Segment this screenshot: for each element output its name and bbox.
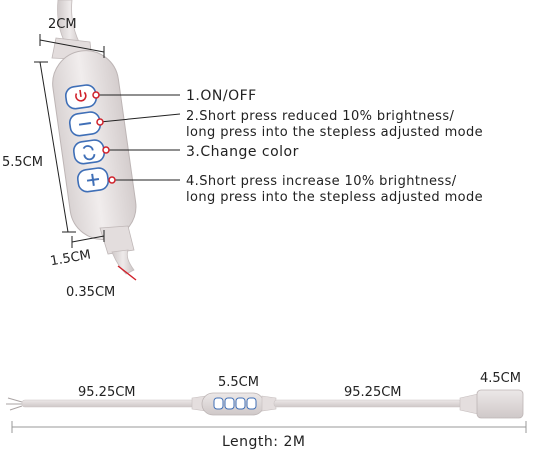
controller-close-up: 2CM 5.5CM 1.5CM 0.35CM: [2, 0, 181, 300]
change-color-icon: [82, 145, 96, 161]
power-icon: [75, 89, 87, 102]
height-dimension: [34, 61, 76, 233]
plus-button[interactable]: [76, 167, 110, 193]
power-button[interactable]: [64, 84, 98, 110]
cable-label: 0.35CM: [66, 285, 115, 300]
function-3-line-1: 3.Change color: [186, 144, 299, 160]
plug-strain: [459, 393, 479, 415]
bottom-strain-relief: [99, 225, 135, 255]
minus-button[interactable]: [68, 111, 102, 137]
function-1-line-1: 1.ON/OFF: [186, 88, 257, 104]
width-top-dimension: [39, 34, 105, 58]
right-cable: [273, 399, 463, 408]
bottom-cable: [111, 249, 135, 275]
left-cable-label: 95.25CM: [78, 385, 136, 400]
controller-small-buttons: [213, 397, 257, 410]
controller-length-label: 5.5CM: [218, 375, 259, 390]
width-bottom-dimension: [71, 230, 105, 248]
function-2-line-2: long press into the stepless adjusted mo…: [186, 125, 483, 140]
usb-plug: [476, 389, 524, 419]
right-cable-label: 95.25CM: [344, 385, 402, 400]
function-list: 1.ON/OFF 2.Short press reduced 10% brigh…: [186, 88, 483, 205]
minus-icon: [78, 122, 92, 126]
full-length-view: 95.25CM 5.5CM 95.25CM 4.5CM Length: 2M: [6, 371, 527, 450]
left-cable: [21, 399, 199, 408]
function-4-line-2: long press into the stepless adjusted mo…: [186, 190, 483, 205]
change-color-button[interactable]: [72, 139, 106, 165]
callout-lines: [96, 94, 181, 181]
plus-icon: [86, 173, 100, 186]
cable-cut-mark: [117, 265, 137, 281]
function-2-line-1: 2.Short press reduced 10% brightness/: [186, 109, 454, 124]
right-strain: [261, 395, 277, 412]
total-length-label: Length: 2M: [222, 434, 305, 450]
total-length-dimension: [11, 421, 527, 433]
callout-dots: [92, 91, 116, 184]
bare-wire-ends: [6, 397, 23, 411]
function-4-line-1: 4.Short press increase 10% brightness/: [186, 174, 457, 189]
plug-length-label: 4.5CM: [480, 371, 521, 386]
height-label: 5.5CM: [2, 155, 43, 170]
width-top-label: 2CM: [48, 17, 77, 32]
width-bottom-label: 1.5CM: [49, 247, 92, 269]
